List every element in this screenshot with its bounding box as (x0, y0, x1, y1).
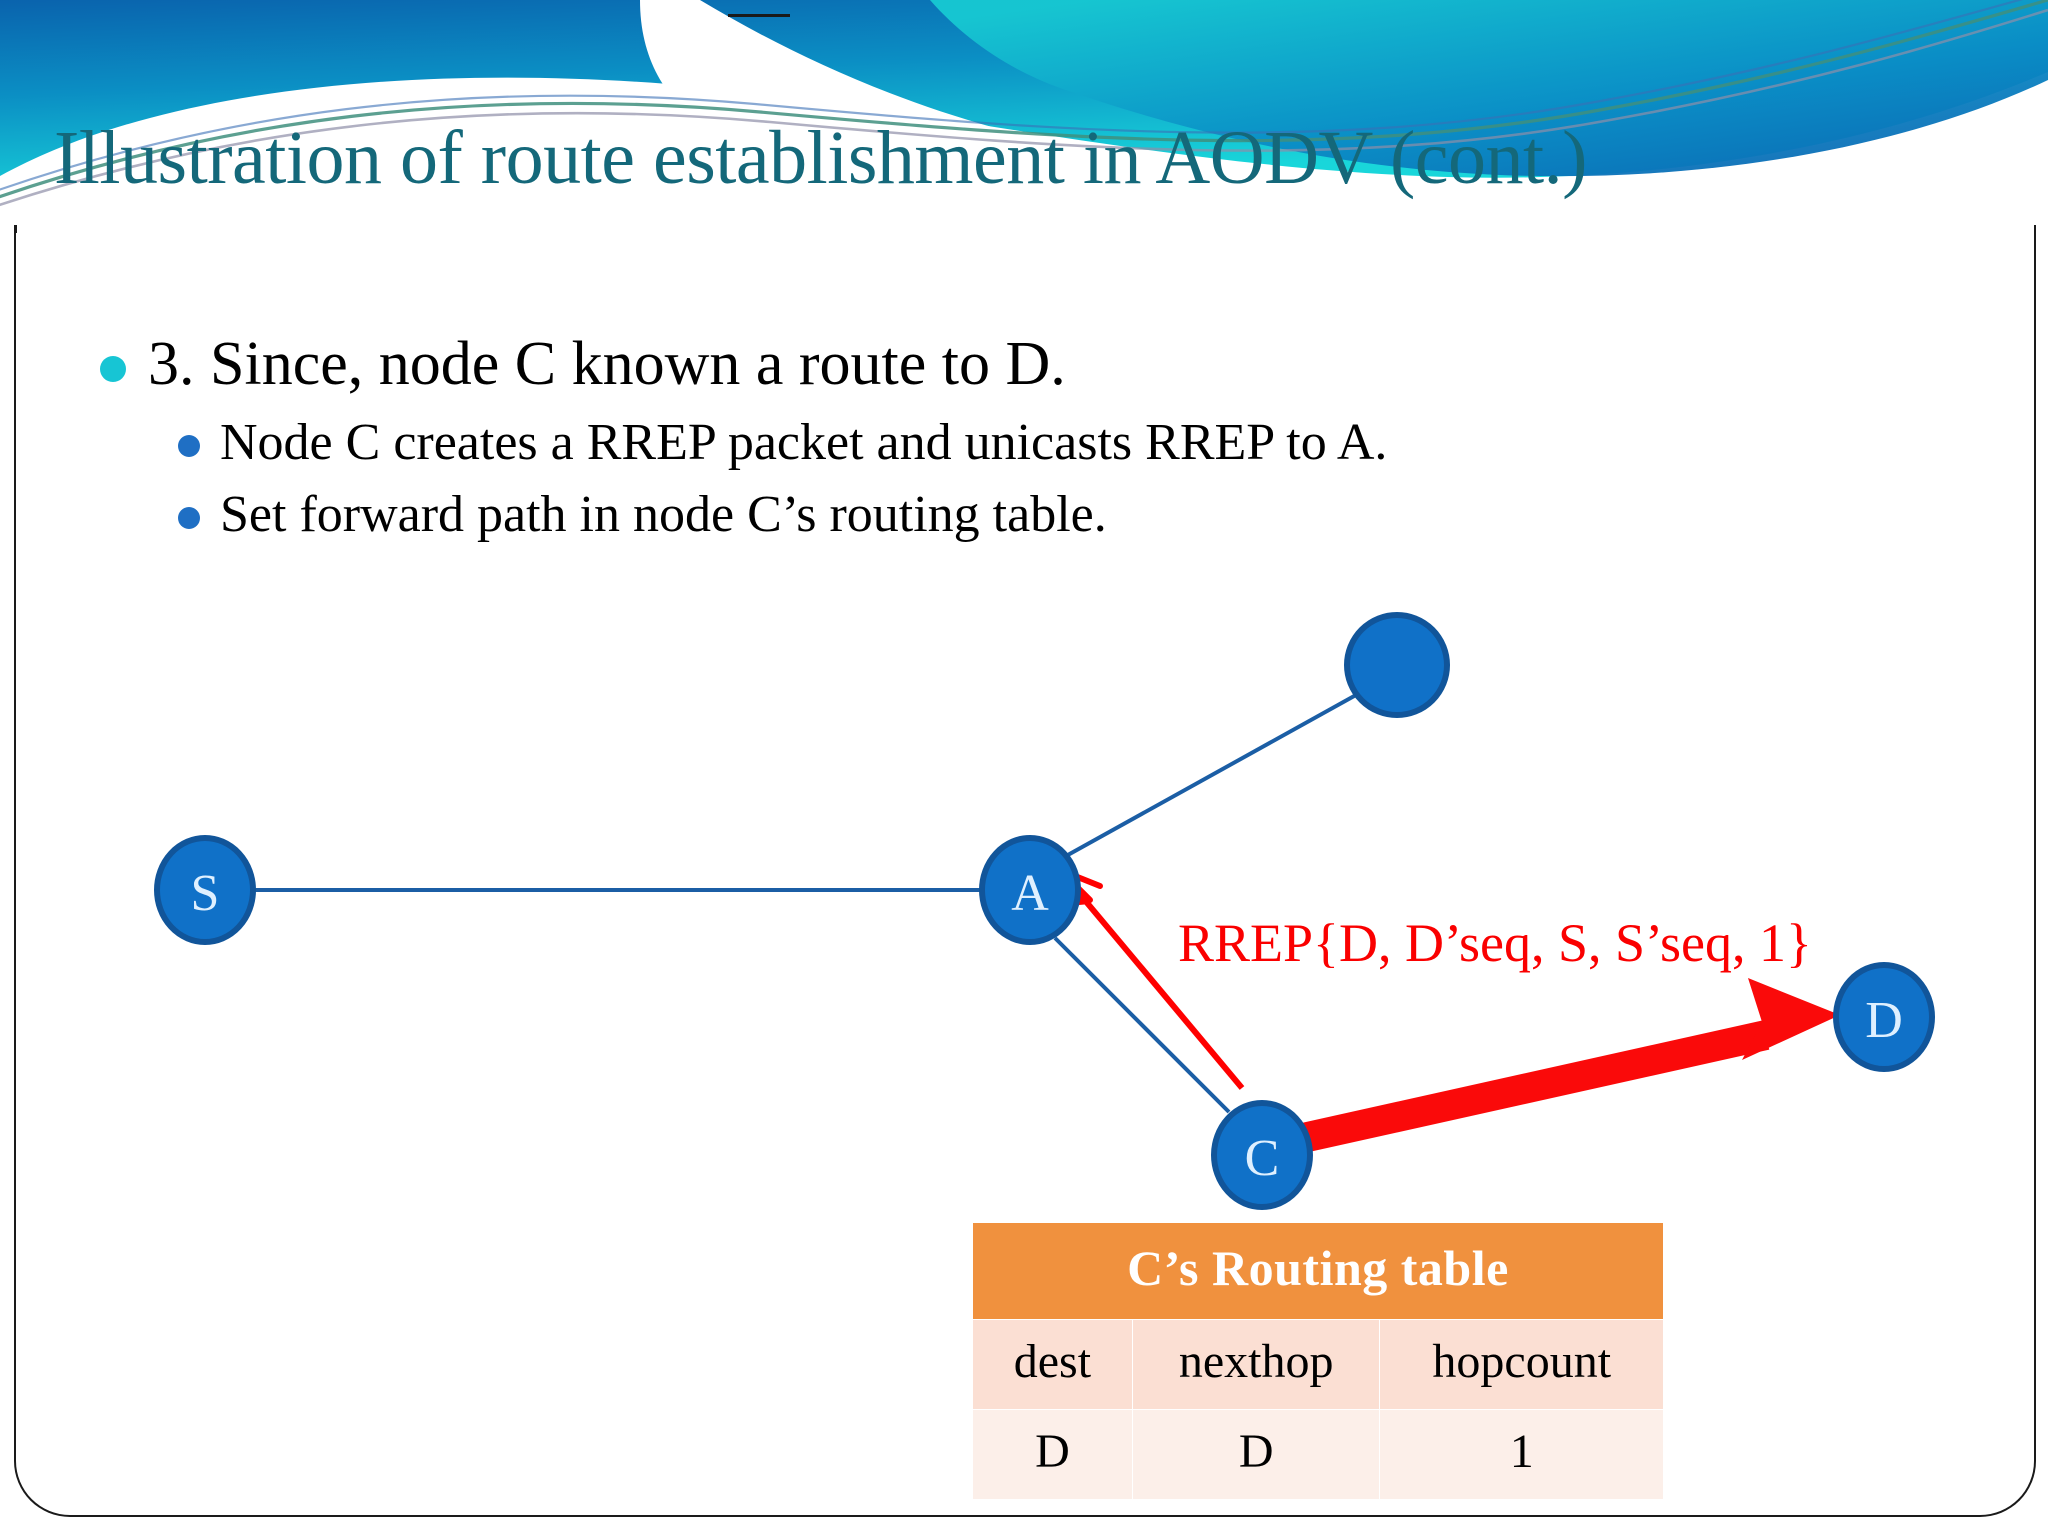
node-label-S: S (191, 865, 220, 922)
bullet-item-level1: 3. Since, node C known a route to D. (100, 330, 1800, 399)
bullet-marker-level1 (100, 356, 126, 382)
sub-bullet-group: Node C creates a RREP packet and unicast… (178, 413, 1800, 544)
arrow-forward-c-to-d (1290, 978, 1840, 1155)
bullet-marker-level2 (178, 506, 200, 529)
bullet-list: 3. Since, node C known a route to D. Nod… (100, 330, 1800, 556)
bullet-item-level2: Set forward path in node C’s routing tab… (178, 485, 1800, 544)
header-filament-blue (0, 0, 2024, 191)
frame-corner-top-left (14, 225, 17, 233)
node-C: C (1211, 1100, 1313, 1210)
edge-A-C (1053, 936, 1231, 1114)
bullet-marker-level2 (178, 435, 200, 458)
header-tick-mark (728, 14, 790, 17)
node-label-C: C (1245, 1130, 1280, 1187)
node-A: A (979, 835, 1081, 945)
bullet-text-level2: Node C creates a RREP packet and unicast… (220, 414, 1388, 472)
header-filament-green (0, 0, 2048, 199)
cell-dest: D (972, 1409, 1133, 1500)
bullet-item-level2: Node C creates a RREP packet and unicast… (178, 413, 1800, 472)
node-label-A: A (1011, 865, 1049, 922)
edge-A-B (1065, 693, 1357, 858)
column-header-nexthop: nexthop (1131, 1319, 1381, 1410)
node-B-unlabeled (1344, 612, 1450, 718)
column-header-hopcount: hopcount (1379, 1319, 1664, 1410)
arrow-rrep-c-to-a (1057, 867, 1245, 1090)
node-label-D: D (1865, 992, 1903, 1049)
page-title: Illustration of route establishment in A… (54, 116, 1587, 200)
node-S: S (154, 835, 256, 945)
table-title-row: C’s Routing table (972, 1222, 1664, 1320)
bullet-text-level1: 3. Since, node C known a route to D. (148, 330, 1066, 398)
network-diagram: S A C D (154, 612, 1935, 1210)
rrep-packet-label: RREP{D, D’seq, S, S’seq, 1} (1178, 913, 1812, 973)
bullet-text-level2: Set forward path in node C’s routing tab… (220, 485, 1107, 543)
table-row: D D 1 (972, 1409, 1664, 1500)
header-filament-grey (0, 8, 2048, 207)
cell-hopcount: 1 (1379, 1409, 1664, 1500)
routing-table: C’s Routing table dest nexthop hopcount … (972, 1222, 1664, 1500)
column-header-dest: dest (972, 1319, 1133, 1410)
node-D: D (1833, 962, 1935, 1072)
cell-nexthop: D (1131, 1409, 1381, 1500)
table-header-row: dest nexthop hopcount (972, 1319, 1664, 1410)
header-decoration (0, 0, 2048, 207)
routing-table-title: C’s Routing table (972, 1222, 1664, 1320)
